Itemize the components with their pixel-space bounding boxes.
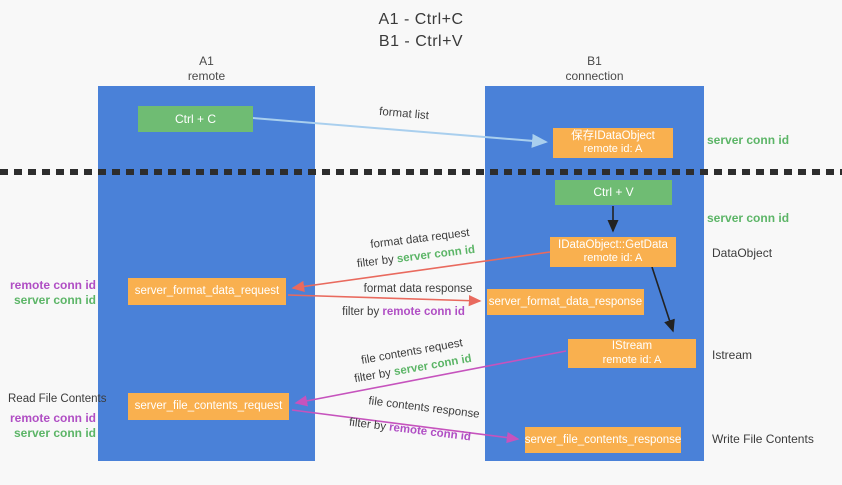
remote-conn-id-text: remote conn id (9, 411, 96, 425)
format-data-response-arrow (287, 294, 482, 307)
title-line-1: A1 - Ctrl+C (378, 11, 464, 28)
node-server-file-contents-request: server_file_contents_request (128, 393, 289, 420)
node-idataobject-getdata-label: IDataObject::GetData (558, 238, 668, 251)
remote-conn-id-text: remote conn id (382, 306, 465, 318)
edge-label-filter-remote-2: filter by remote conn id (345, 416, 475, 444)
annotation-write-file-contents: Write File Contents (712, 432, 814, 446)
node-istream-label: IStream (611, 340, 653, 353)
lane-b1-role: connection (565, 69, 624, 83)
node-server-format-data-request: server_format_data_request (128, 278, 286, 305)
edge-label-file-contents-response: file contents response (367, 395, 481, 421)
edge-label-format-list: format list (378, 105, 430, 123)
node-ctrl-c: Ctrl + C (138, 106, 253, 132)
filter-by-text: filter by (356, 253, 395, 271)
annotation-dataobject: DataObject (712, 246, 773, 260)
annotation-conn-pair-2: remote conn id server conn id (6, 411, 96, 440)
filter-by-text: filter by (348, 416, 387, 433)
annotation-server-conn-id-top: server conn id (707, 133, 790, 147)
server-conn-id-text: server conn id (13, 425, 96, 440)
node-server-file-contents-response-label: server_file_contents_response (524, 433, 682, 446)
node-idataobject-getdata: IDataObject::GetData remote id: A (550, 237, 676, 267)
node-server-file-contents-request-label: server_file_contents_request (134, 400, 283, 413)
phase-separator-dotted-line (0, 169, 842, 175)
server-conn-id-text: server conn id (396, 243, 476, 266)
node-idataobject-getdata-sublabel: remote id: A (583, 252, 643, 265)
lane-header-b1: B1 connection (485, 54, 704, 84)
node-istream-sublabel: remote id: A (602, 353, 662, 366)
diagram-title: A1 - Ctrl+C B1 - Ctrl+V (0, 9, 842, 52)
node-server-format-data-request-label: server_format_data_request (134, 285, 280, 298)
node-ctrl-v-label: Ctrl + V (593, 185, 634, 199)
remote-conn-id-text: remote conn id (9, 278, 96, 292)
filter-by-text: filter by (342, 306, 380, 318)
node-ctrl-c-label: Ctrl + C (174, 111, 216, 126)
annotation-server-conn-id-mid: server conn id (707, 211, 790, 225)
lane-b1-name: B1 (587, 54, 602, 68)
annotation-conn-pair-1: remote conn id server conn id (6, 278, 96, 307)
filter-by-text: filter by (353, 366, 393, 386)
node-server-file-contents-response: server_file_contents_response (525, 427, 681, 453)
edge-label-format-data-response: format data response (363, 283, 473, 295)
annotation-istream: Istream (712, 348, 753, 362)
node-ctrl-v: Ctrl + V (555, 180, 672, 205)
lane-header-a1: A1 remote (98, 54, 315, 84)
node-server-format-data-response: server_format_data_response (487, 289, 644, 315)
node-save-idataobject-sublabel: remote id: A (583, 143, 643, 156)
node-save-idataobject: 保存IDataObject remote id: A (553, 128, 673, 158)
lane-a1-role: remote (187, 69, 226, 83)
annotation-read-file-contents: Read File Contents (8, 393, 107, 405)
node-server-format-data-response-label: server_format_data_response (488, 295, 643, 308)
node-save-idataobject-label: 保存IDataObject (571, 129, 655, 142)
title-line-2: B1 - Ctrl+V (378, 32, 464, 50)
node-istream: IStream remote id: A (568, 339, 696, 368)
edge-label-filter-remote-1: filter by remote conn id (341, 306, 466, 318)
server-conn-id-text: server conn id (13, 292, 96, 307)
lane-a1-name: A1 (199, 54, 214, 68)
remote-conn-id-text: remote conn id (388, 421, 472, 444)
